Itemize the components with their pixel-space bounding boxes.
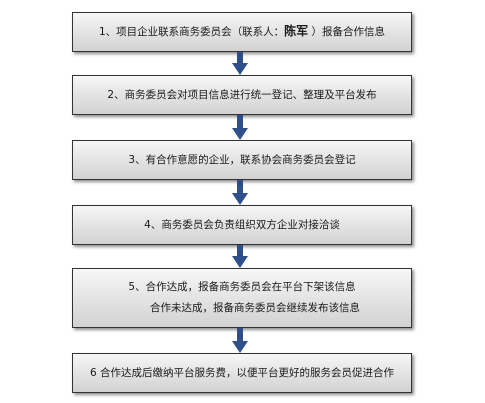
step-1-text: 1、项目企业联系商务委员会（联系人：陈军 ）报备合作信息 [98, 24, 386, 39]
arrow-2-3 [230, 115, 250, 141]
step-5-box: 5、合作达成，报备商务委员会在平台下架该信息 合作未达成，报备商务委员会继续发布… [72, 268, 412, 328]
step-4-box: 4、商务委员会负责组织双方企业对接洽谈 [72, 205, 412, 245]
arrow-5-6 [230, 328, 250, 354]
step-2-box: 2、商务委员会对项目信息进行统一登记、整理及平台发布 [72, 75, 412, 115]
step-3-text: 3、有合作意愿的企业，联系协会商务委员会登记 [128, 153, 356, 166]
step-3-box: 3、有合作意愿的企业，联系协会商务委员会登记 [72, 140, 412, 180]
step-2-text: 2、商务委员会对项目信息进行统一登记、整理及平台发布 [107, 88, 377, 101]
arrow-3-4 [230, 180, 250, 206]
arrow-1-2 [230, 52, 250, 76]
arrow-4-5 [230, 245, 250, 269]
step-4-text: 4、商务委员会负责组织双方企业对接洽谈 [144, 218, 340, 231]
step-5-text-line1: 5、合作达成，报备商务委员会在平台下架该信息 [128, 281, 356, 293]
contact-name: 陈军 [284, 24, 309, 39]
step-1-box: 1、项目企业联系商务委员会（联系人：陈军 ）报备合作信息 [72, 12, 412, 52]
step-6-box: 6 合作达成后缴纳平台服务费，以便平台更好的服务会员促进合作 [72, 353, 412, 393]
step-5-text-line2: 合作未达成，报备商务委员会继续发布该信息 [150, 302, 360, 314]
step-6-text: 6 合作达成后缴纳平台服务费，以便平台更好的服务会员促进合作 [89, 366, 395, 379]
